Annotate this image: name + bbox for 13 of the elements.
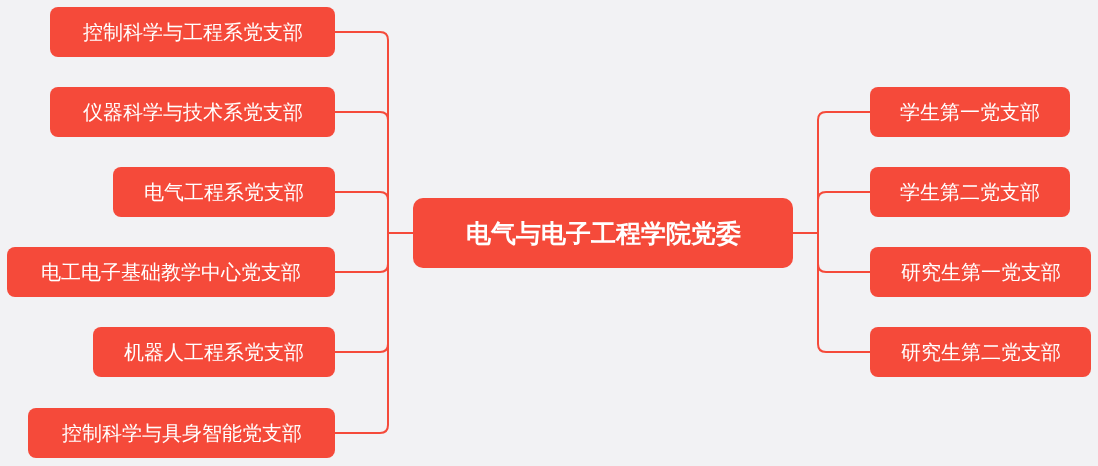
- branch-topic-box: 学生第一党支部: [870, 87, 1070, 137]
- branch-topic-box: 研究生第二党支部: [870, 327, 1091, 377]
- root-topic-box: 电气与电子工程学院党委: [413, 198, 793, 268]
- branch-topic-box: 控制科学与具身智能党支部: [28, 408, 335, 458]
- branch-topic-box: 学生第二党支部: [870, 167, 1070, 217]
- branch-topic-box: 电工电子基础教学中心党支部: [7, 247, 335, 297]
- connector-line: [334, 232, 414, 434]
- connector-line: [792, 232, 871, 353]
- branch-topic-box: 研究生第一党支部: [870, 247, 1091, 297]
- branch-topic-box: 控制科学与工程系党支部: [50, 7, 335, 57]
- branch-topic-box: 电气工程系党支部: [113, 167, 335, 217]
- branch-topic-box: 机器人工程系党支部: [93, 327, 335, 377]
- branch-topic-box: 仪器科学与技术系党支部: [50, 87, 335, 137]
